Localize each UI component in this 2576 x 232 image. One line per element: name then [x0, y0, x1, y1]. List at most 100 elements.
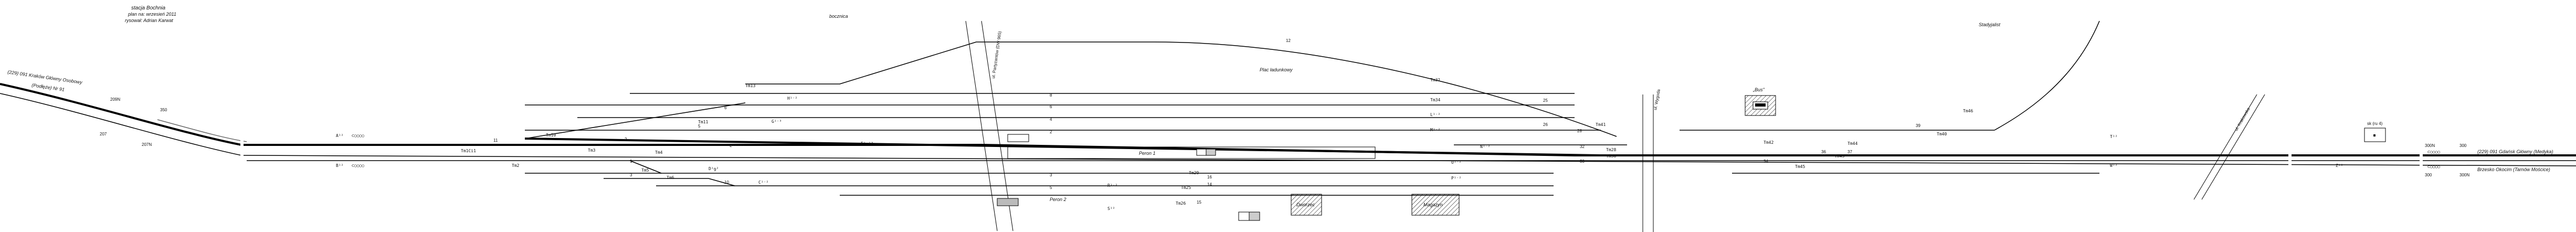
svg-text:Tm41: Tm41 — [1596, 122, 1606, 127]
track-number: 10 — [724, 180, 729, 185]
signal-Tm42: Tm42 — [1764, 140, 1773, 145]
bus-stop-icon — [1745, 95, 1776, 116]
svg-text:Tm28: Tm28 — [1606, 147, 1616, 152]
svg-text:Tm5: Tm5 — [641, 168, 649, 173]
signal-O: O¹⁻² — [1451, 160, 1461, 165]
signal-Tm40: Tm40 — [1937, 132, 1947, 136]
road-krakowska-1 — [2193, 94, 2257, 200]
track-number: 11 — [493, 138, 498, 143]
warehouse — [1411, 194, 1460, 216]
svg-text:F¹⁻¹³: F¹⁻¹³ — [861, 141, 873, 146]
signal-Z: Z¹² — [2336, 163, 2343, 168]
stadion-label: Stadyjalist — [1979, 22, 2001, 27]
signal-Tm1: Tm1Ci1 — [461, 149, 476, 153]
signal-N: N¹⁻² — [1480, 144, 1490, 149]
svg-text:Tm11: Tm11 — [698, 120, 708, 124]
svg-text:Tm26: Tm26 — [1176, 201, 1186, 206]
track-number: 2 — [1050, 130, 1052, 134]
signal-T: T¹² — [2110, 134, 2117, 139]
track-number: 6 — [724, 106, 727, 110]
platform-1-shelter-b — [1206, 149, 1216, 156]
track-number: 37 — [1847, 150, 1852, 154]
signal-Tm43: Tm43 — [1834, 154, 1844, 159]
road-wygoda-label: ul. Wygoda — [1653, 89, 1661, 110]
signal-Tm44: Tm44 — [1847, 141, 1857, 146]
svg-text:Tm13: Tm13 — [745, 83, 755, 88]
right-km-1: 300N — [2425, 143, 2435, 148]
signal-E: E¹²⁻¹³ — [730, 143, 745, 148]
signal-W: W¹² — [2110, 163, 2117, 168]
track-number: 16 — [1207, 175, 1212, 180]
plac-label: Plac ładunkowy — [1260, 67, 1293, 72]
svg-text:H¹⁻²: H¹⁻² — [787, 96, 797, 101]
track-number: 5 — [698, 124, 701, 129]
svg-text:⊂○○○○: ⊂○○○○ — [352, 163, 364, 168]
svg-text:C¹⁻²: C¹⁻² — [758, 180, 768, 185]
platform-1 — [1007, 146, 1376, 159]
signal-Tm25: Tm25 — [1181, 185, 1191, 190]
svg-text:P¹⁻²: P¹⁻² — [1451, 176, 1461, 181]
svg-text:⊂○○○○: ⊂○○○○ — [2427, 150, 2440, 154]
signal-Tm30: Tm30 — [1606, 154, 1616, 159]
signal-L: L¹⁻² — [1430, 112, 1440, 117]
svg-text:Tm31: Tm31 — [1430, 78, 1440, 82]
svg-text:N¹⁻²: N¹⁻² — [1480, 144, 1490, 149]
left-km-1: 209N — [110, 97, 120, 102]
bocznica-curve — [745, 41, 1617, 137]
svg-text:Tm25: Tm25 — [1181, 185, 1191, 190]
road-krakowska-2 — [2201, 94, 2265, 200]
track-number: 8 — [1050, 93, 1052, 98]
mainline-left-lower — [0, 93, 247, 156]
track-number: 39 — [1916, 123, 1920, 128]
signal-Tm11: Tm11 — [698, 120, 708, 124]
signal-Tm6: Tm6 — [667, 175, 674, 180]
left-km-2: 350 — [160, 108, 167, 112]
svg-text:G¹⁻³: G¹⁻³ — [772, 119, 782, 124]
platform-1-marker — [1007, 134, 1029, 142]
signal-Tm41: Tm41 — [1596, 122, 1606, 127]
signal-Tm2: Tm2 — [512, 163, 520, 168]
track-number: 28 — [1577, 129, 1582, 133]
signal-Tm5: Tm5 — [641, 168, 649, 173]
right-km-4: 300N — [2459, 173, 2469, 177]
signal-Tm46: Tm46 — [1963, 109, 1973, 113]
left-side-track — [157, 119, 247, 142]
sk-box-dot — [2373, 134, 2376, 136]
svg-text:T¹²: T¹² — [2110, 134, 2117, 139]
track-number: 3 — [630, 173, 632, 177]
svg-text:S¹²: S¹² — [1107, 206, 1115, 211]
svg-text:Z¹²: Z¹² — [2336, 163, 2343, 168]
sk-label: sk (ru 4) — [2367, 121, 2383, 126]
svg-text:Tm6: Tm6 — [667, 175, 674, 180]
small-building-b — [1249, 212, 1260, 221]
platform-1-shelter-a — [1196, 149, 1207, 156]
platform-2-marker — [997, 198, 1019, 206]
svg-text:M¹⁻²: M¹⁻² — [1430, 128, 1440, 132]
small-building-a — [1238, 212, 1250, 221]
title-line-2: plan na: wrzesień 2011 — [128, 12, 176, 17]
track-number: 32 — [1580, 144, 1585, 149]
sk-box — [2364, 128, 2386, 142]
signal-A: A¹² ⊂○○○○ — [336, 133, 364, 138]
track-number: 36 — [1821, 150, 1826, 154]
svg-text:Tm30: Tm30 — [1606, 154, 1616, 159]
track-number: 9 — [714, 167, 716, 172]
track-number: 1 — [630, 159, 632, 164]
track-number: 30 — [1580, 159, 1585, 164]
svg-text:B¹²: B¹² — [336, 163, 343, 168]
signal-F: F¹⁻¹³ — [861, 141, 873, 146]
signal-Tm28: Tm28 — [1606, 147, 1616, 152]
svg-text:Tm2: Tm2 — [512, 163, 520, 168]
platform-2-label: Peron 2 — [1050, 197, 1067, 202]
svg-text:Tm3: Tm3 — [588, 148, 596, 153]
track-number: 12 — [1286, 38, 1291, 43]
svg-text:Tm46: Tm46 — [1963, 109, 1973, 113]
mainline-left-upper — [0, 83, 247, 146]
svg-text:D¹⁻²: D¹⁻² — [709, 166, 719, 171]
signal-S: S¹² — [1107, 206, 1115, 211]
track-number: 34 — [1764, 159, 1768, 164]
svg-text:O¹⁻²: O¹⁻² — [1451, 160, 1461, 165]
left-line-upper2-label: (Podłęże) Nr 91 — [31, 82, 65, 92]
svg-text:⊂○○○○: ⊂○○○○ — [352, 133, 364, 138]
